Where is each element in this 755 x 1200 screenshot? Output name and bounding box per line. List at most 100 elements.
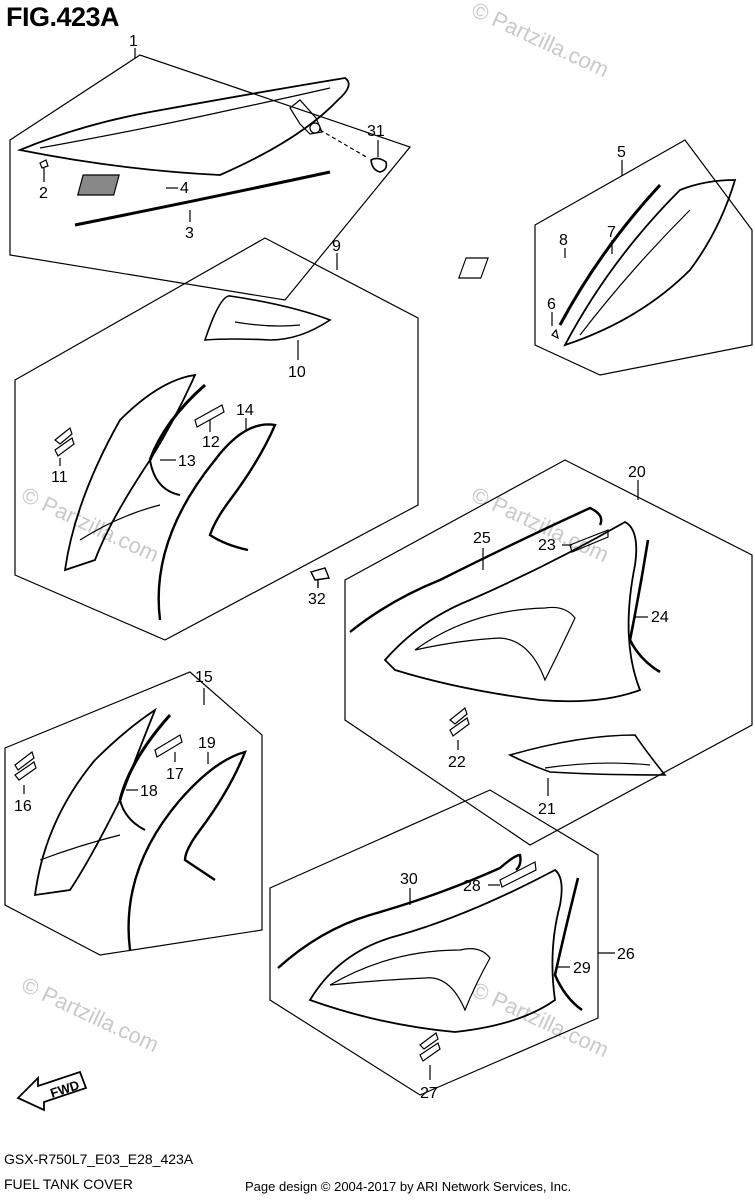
part-16-emblem <box>14 751 37 781</box>
watermark: © Partzilla.com <box>468 977 613 1062</box>
callout-24: 24 <box>651 609 669 626</box>
part-18-strip <box>118 714 172 801</box>
part-1-bolt <box>309 122 321 134</box>
callout-19: 19 <box>198 735 216 752</box>
callout-25: 25 <box>473 530 491 547</box>
group-box-20 <box>344 459 753 846</box>
part-10-stripe <box>234 321 301 327</box>
part-1-tank-cover <box>16 77 350 176</box>
group-side-cover-9 <box>14 237 419 641</box>
part-11-emblem <box>54 426 75 457</box>
part-31-grommet <box>370 157 388 173</box>
part-32-clip <box>309 567 330 588</box>
fwd-arrow-icon <box>16 1070 88 1112</box>
group-box-26 <box>269 789 599 1096</box>
part-7-strip <box>558 183 662 326</box>
callout-2: 2 <box>39 185 48 202</box>
part-21-panel <box>507 734 667 776</box>
callout-4: 4 <box>180 180 189 197</box>
part-23-piece <box>569 529 609 553</box>
callout-6: 6 <box>547 296 556 313</box>
callout-18: 18 <box>140 783 158 800</box>
part-22-emblem <box>449 706 470 737</box>
callout-22: 22 <box>448 754 466 771</box>
callout-31: 31 <box>367 123 385 140</box>
part-19-trim <box>127 750 247 951</box>
part-14-trim <box>157 423 277 621</box>
callout-30: 30 <box>400 871 418 888</box>
callout-12: 12 <box>202 434 220 451</box>
part-30-strip <box>277 853 522 969</box>
part-10-panel <box>203 295 332 341</box>
part-3-trim-strip <box>74 170 331 227</box>
part-1-bracket <box>289 99 323 135</box>
callout-10: 10 <box>288 364 306 381</box>
watermark: © Partzilla.com <box>18 972 163 1057</box>
group-box-15 <box>4 671 263 956</box>
part-15-cover <box>33 707 157 897</box>
part-6-clip <box>551 328 559 340</box>
callout-28: 28 <box>463 878 481 895</box>
callout-13: 13 <box>178 453 196 470</box>
callout-32: 32 <box>308 591 326 608</box>
part-5-inner <box>579 209 691 336</box>
leader-31-dashed <box>319 129 369 159</box>
callout-17: 17 <box>166 766 184 783</box>
callout-3: 3 <box>185 225 194 242</box>
group-side-cover-15 <box>4 671 263 956</box>
part-9-cover <box>63 373 197 572</box>
copyright-notice: Page design © 2004-2017 by ARI Network S… <box>245 1179 572 1194</box>
part-2-clip <box>39 159 49 169</box>
group-cover-20 <box>344 459 753 846</box>
part-18-hook <box>119 799 146 831</box>
part-25-strip <box>349 506 603 633</box>
callout-16: 16 <box>14 798 32 815</box>
part-26-inner <box>329 948 491 1012</box>
part-9-wire <box>79 504 161 541</box>
group-cover-26 <box>269 789 615 1096</box>
group-tank-cover <box>9 48 412 301</box>
diagram-caption: FUEL TANK COVER <box>4 1176 133 1192</box>
part-27-emblem <box>419 1032 441 1062</box>
watermark: © Partzilla.com <box>468 0 613 82</box>
callout-27: 27 <box>420 1085 438 1102</box>
model-code: GSX-R750L7_E03_E28_423A <box>4 1151 194 1167</box>
group-side-panel-5 <box>457 139 753 376</box>
callout-23: 23 <box>538 537 556 554</box>
part-13-strip <box>148 383 206 461</box>
part-29-trim <box>553 877 583 1012</box>
part-24-trim <box>628 539 661 674</box>
watermark: © Partzilla.com <box>18 482 163 567</box>
callout-26: 26 <box>617 946 635 963</box>
part-8-sticker <box>457 257 489 279</box>
callout-20: 20 <box>628 464 646 481</box>
part-1-inner-edge <box>39 87 331 149</box>
part-32-shape <box>309 567 330 581</box>
part-20-inner <box>414 606 576 682</box>
group-box-5 <box>534 139 753 376</box>
callout-1: 1 <box>129 33 138 50</box>
part-26-cover <box>308 868 563 1033</box>
part-13-hook <box>149 459 181 496</box>
callout-15: 15 <box>195 669 213 686</box>
part-12-piece <box>194 404 225 428</box>
callout-7: 7 <box>607 224 616 241</box>
part-4-pad <box>76 174 120 196</box>
group-box-9 <box>14 237 419 641</box>
callout-9: 9 <box>332 238 341 255</box>
part-21-stripe <box>544 762 651 769</box>
callout-8: 8 <box>559 232 568 249</box>
fwd-arrow: FWD <box>16 1070 88 1112</box>
part-28-piece <box>499 861 537 888</box>
callout-11: 11 <box>51 469 68 486</box>
callout-29: 29 <box>573 960 591 977</box>
part-15-wire <box>39 834 121 861</box>
callout-21: 21 <box>538 801 556 818</box>
callout-labels: 1 2 3 4 31 5 6 7 8 9 10 11 12 13 14 32 2… <box>14 33 669 1102</box>
callout-14: 14 <box>236 402 254 419</box>
part-5-cover <box>563 179 737 347</box>
figure-title: FIG.423A <box>6 2 120 32</box>
callout-5: 5 <box>617 144 626 161</box>
